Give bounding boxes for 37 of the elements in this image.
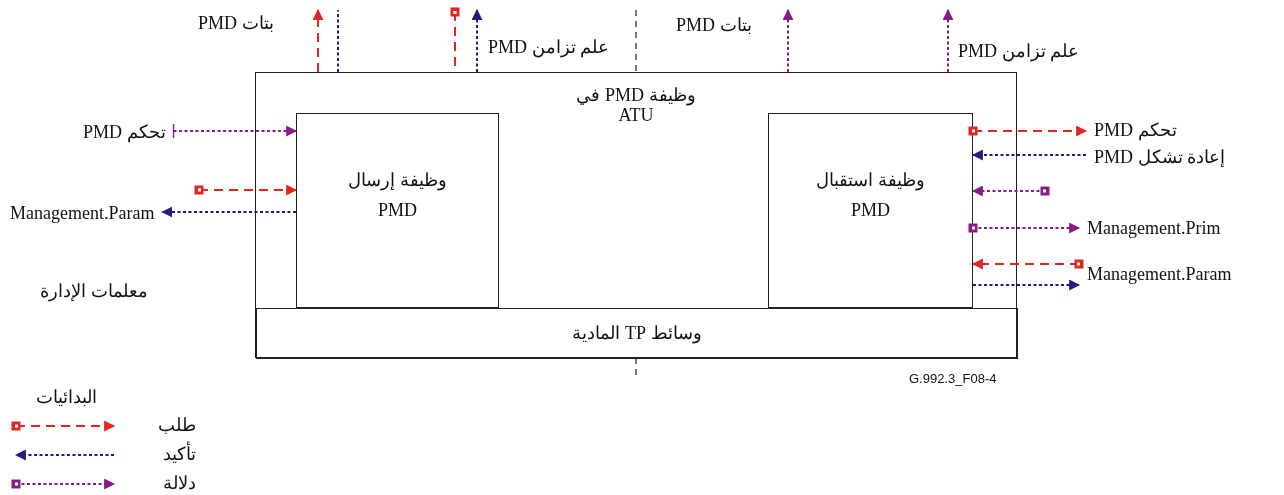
arrow: [942, 8, 954, 73]
legend-label: دلالة: [162, 472, 196, 495]
figure-id: G.992.3_F08-4: [909, 370, 997, 388]
function-box: [296, 113, 499, 308]
arrow: [968, 125, 1088, 137]
box-label: وسائط TP المادية: [572, 322, 702, 346]
arrow: [161, 206, 297, 218]
arrow: [312, 8, 324, 73]
arrow: [782, 8, 794, 73]
media-band: [256, 308, 1018, 359]
container-box: [255, 72, 1017, 358]
legend-title: البدائيات: [36, 386, 97, 409]
arrow: [194, 184, 298, 196]
signal-label: بتات PMD: [198, 12, 274, 35]
signal-label: Management.Param: [10, 200, 155, 227]
arrow: [972, 279, 1081, 291]
signal-label: Management.Prim: [1087, 215, 1221, 242]
signal-label: علم تزامن PMD: [958, 40, 1079, 64]
arrow: [172, 124, 298, 138]
signal-label: بتات PMD: [676, 14, 752, 37]
signal-label: تحكم PMD: [1094, 117, 1177, 144]
signal-label: Management.Param: [1087, 261, 1232, 288]
arrow: [971, 185, 1050, 197]
function-box: [768, 113, 973, 308]
box-label: وظيفة استقبال PMD: [815, 168, 926, 222]
arrow: [471, 8, 483, 73]
legend-label: تأكيد: [126, 441, 196, 468]
legend-label: طلب: [157, 414, 196, 437]
box-label: وظيفة إرسال PMD: [347, 168, 448, 222]
signal-label: إعادة تشكل PMD: [1094, 144, 1225, 171]
signal-label: معلمات الإدارة: [40, 280, 148, 304]
signal-label: علم تزامن PMD: [488, 36, 609, 60]
signal-label: تحكم PMD: [83, 119, 166, 146]
arrow: [968, 222, 1081, 234]
arrow: [971, 149, 1087, 161]
arrow: [971, 258, 1084, 270]
box-label: وظيفة PMD في ATU: [575, 85, 697, 125]
